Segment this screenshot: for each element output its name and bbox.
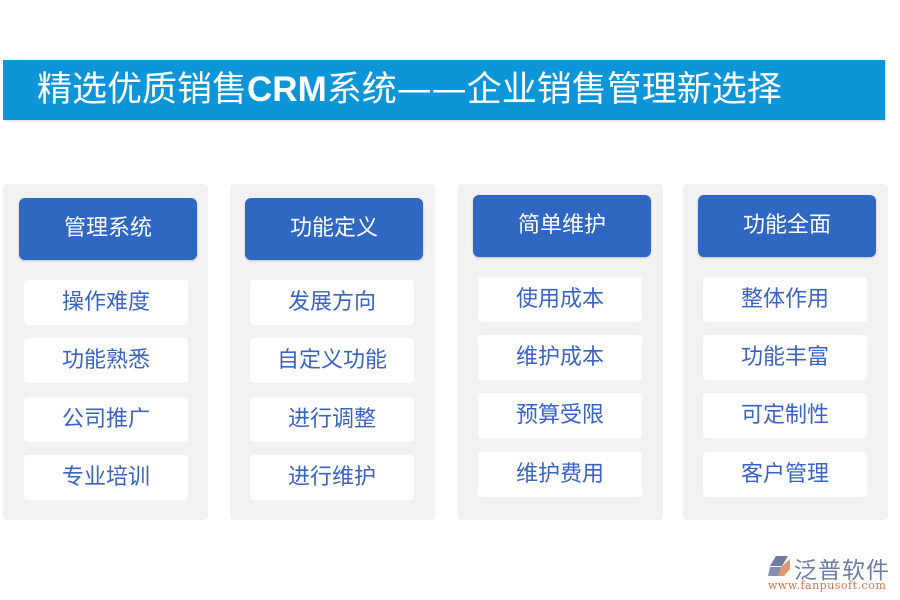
fanpu-logo-icon bbox=[768, 556, 790, 576]
column-header-4: 功能全面 bbox=[698, 195, 876, 257]
list-item: 功能熟悉 bbox=[24, 338, 188, 383]
column-panel-4: 功能全面 整体作用 功能丰富 可定制性 客户管理 bbox=[683, 184, 888, 520]
column-header-1: 管理系统 bbox=[19, 198, 197, 260]
list-item: 自定义功能 bbox=[250, 338, 414, 383]
column-panel-3: 简单维护 使用成本 维护成本 预算受限 维护费用 bbox=[458, 184, 663, 520]
list-item: 预算受限 bbox=[478, 393, 642, 438]
list-item: 公司推广 bbox=[24, 397, 188, 442]
list-item: 进行调整 bbox=[250, 397, 414, 442]
column-panel-1: 管理系统 操作难度 功能熟悉 公司推广 专业培训 bbox=[3, 184, 208, 520]
list-item: 整体作用 bbox=[703, 277, 867, 322]
logo-url: www.fanpusoft.com bbox=[768, 579, 887, 592]
list-item: 功能丰富 bbox=[703, 335, 867, 380]
list-item: 可定制性 bbox=[703, 393, 867, 438]
list-item: 专业培训 bbox=[24, 455, 188, 500]
list-item: 维护成本 bbox=[478, 335, 642, 380]
title-brand: CRM bbox=[247, 70, 327, 109]
column-panel-2: 功能定义 发展方向 自定义功能 进行调整 进行维护 bbox=[230, 184, 435, 520]
title-prefix: 精选优质销售 bbox=[37, 70, 248, 110]
title-suffix: 系统——企业销售管理新选择 bbox=[326, 70, 782, 110]
column-header-2: 功能定义 bbox=[245, 198, 423, 260]
list-item: 维护费用 bbox=[478, 452, 642, 497]
banner-title: 精选优质销售CRM系统——企业销售管理新选择 bbox=[37, 60, 782, 120]
title-banner: 精选优质销售CRM系统——企业销售管理新选择 bbox=[3, 60, 885, 120]
list-item: 发展方向 bbox=[250, 280, 414, 325]
list-item: 使用成本 bbox=[478, 277, 642, 322]
logo-name: 泛普软件 bbox=[794, 558, 890, 584]
list-item: 操作难度 bbox=[24, 280, 188, 325]
list-item: 进行维护 bbox=[250, 455, 414, 500]
fanpu-logo: 泛普软件 www.fanpusoft.com bbox=[768, 553, 893, 595]
list-item: 客户管理 bbox=[703, 452, 867, 497]
column-header-3: 简单维护 bbox=[473, 195, 651, 257]
